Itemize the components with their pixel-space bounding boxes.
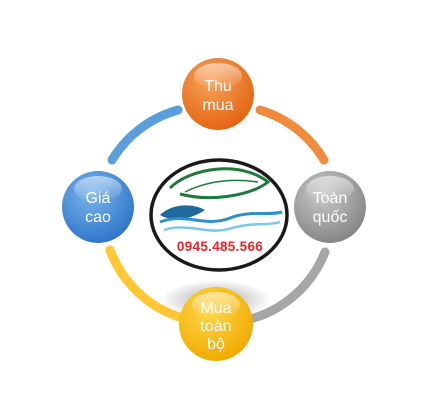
logo-phone-number: 0945.485.566: [177, 239, 263, 254]
center-logo: 0945.485.566: [149, 158, 289, 272]
node-gia-cao[interactable]: Giá cao: [62, 171, 134, 243]
node-mua-toan-bo-line-2: toàn: [200, 318, 231, 335]
node-toan-quoc-line-2: quốc: [313, 209, 348, 226]
node-thu-mua-line-2: mua: [202, 97, 233, 114]
logo-fish-icon: [160, 205, 205, 220]
logo-leaf-icon: [168, 167, 271, 200]
ring-arc-right-bottom: [249, 247, 330, 323]
node-gloss: [74, 176, 122, 202]
node-gia-cao-line-2: cao: [85, 209, 111, 226]
node-toan-quoc-line-1: Toàn: [313, 190, 348, 207]
node-gia-cao-line-1: Giá: [86, 190, 111, 207]
ring-arc-top-right: [255, 105, 329, 165]
node-thu-mua-line-1: Thu: [204, 78, 232, 95]
ring-arc-left-top: [107, 105, 183, 165]
node-gloss: [194, 63, 242, 89]
logo-outline: [149, 158, 289, 272]
cycle-ring: [105, 105, 330, 323]
node-thu-mua[interactable]: Thu mua: [182, 58, 254, 130]
node-toan-quoc[interactable]: Toàn quốc: [294, 171, 366, 243]
node-gloss: [192, 292, 240, 318]
logo-wave-icon-2: [163, 220, 281, 232]
node-mua-toan-bo-line-1: Mua: [200, 300, 231, 317]
logo-leaf-vein-icon: [184, 179, 259, 193]
node-mua-toan-bo-line-3: bộ: [207, 336, 225, 353]
ring-arc-bottom-left: [105, 245, 187, 323]
logo-wave-icon: [159, 210, 283, 224]
node-mua-toan-bo[interactable]: Mua toàn bộ: [179, 287, 253, 361]
node-gloss: [306, 176, 354, 202]
